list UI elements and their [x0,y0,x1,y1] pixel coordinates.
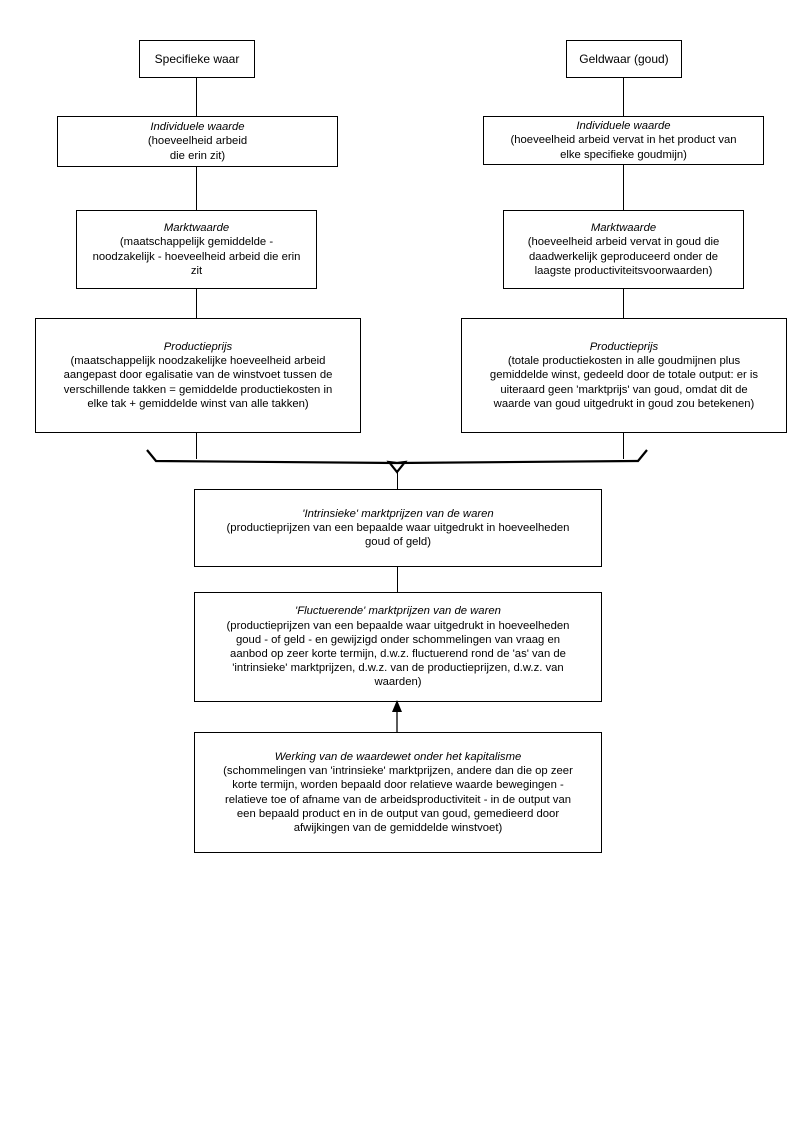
node-intrinsieke-marktprijzen[interactable]: 'Intrinsieke' marktprijzen van de waren … [194,489,602,567]
node-title: Specifieke waar [154,51,240,66]
node-body: (productieprijzen van een bepaalde waar … [226,521,570,549]
node-body: (hoeveelheid arbeid vervat in het produc… [510,134,737,161]
node-body: (maatschappelijk noodzakelijke hoeveelhe… [63,355,333,410]
node-title: Werking van de waardewet onder het kapit… [274,750,522,763]
node-body: (totale productiekosten in alle goudmijn… [489,355,759,410]
node-body: (schommelingen van 'intrinsieke' marktpr… [223,765,573,834]
connector-right-individuele-to-markt [623,165,624,210]
node-right-marktwaarde[interactable]: Marktwaarde (hoeveelheid arbeid vervat i… [503,210,744,289]
node-title: Individuele waarde [576,120,671,133]
connector-left-markt-to-productie [196,289,197,318]
connector-right-root-to-individuele [623,78,624,116]
node-left-productieprijs[interactable]: Productieprijs (maatschappelijk noodzake… [35,318,361,433]
connector-right-productie-to-bracket [623,433,624,459]
connector-left-root-to-individuele [196,78,197,116]
node-body: (hoeveelheid arbeid die erin zit) [147,135,248,162]
node-title: Productieprijs [163,340,233,353]
node-title: 'Fluctuerende' marktprijzen van de waren [295,605,501,618]
node-right-productieprijs[interactable]: Productieprijs (totale productiekosten i… [461,318,787,433]
node-title: Geldwaar (goud) [579,51,669,66]
node-fluctuerende-marktprijzen[interactable]: 'Fluctuerende' marktprijzen van de waren… [194,592,602,702]
node-werking-waardewet[interactable]: Werking van de waardewet onder het kapit… [194,732,602,853]
node-left-individuele-waarde[interactable]: Individuele waarde (hoeveelheid arbeid d… [57,116,338,167]
node-geldwaar-goud[interactable]: Geldwaar (goud) [566,40,682,78]
node-specifieke-waar[interactable]: Specifieke waar [139,40,255,78]
node-body: (hoeveelheid arbeid vervat in goud die d… [527,236,720,277]
connector-right-markt-to-productie [623,289,624,318]
connector-left-productie-to-bracket [196,433,197,459]
node-title: Marktwaarde [163,222,230,235]
connector-bracket-to-intrinsieke [397,470,398,489]
node-title: 'Intrinsieke' marktprijzen van de waren [302,507,494,520]
node-left-marktwaarde[interactable]: Marktwaarde (maatschappelijk gemiddelde … [76,210,317,289]
node-body: (maatschappelijk gemiddelde - noodzakeli… [92,236,301,277]
connector-intrinsieke-to-fluctuerende [397,567,398,592]
node-title: Individuele waarde [150,121,245,134]
node-title: Marktwaarde [590,222,657,235]
node-title: Productieprijs [589,340,659,353]
connector-left-individuele-to-markt [196,167,197,210]
node-right-individuele-waarde[interactable]: Individuele waarde (hoeveelheid arbeid v… [483,116,764,165]
arrow-werking-to-fluctuerende [392,700,402,732]
node-body: (productieprijzen van een bepaalde waar … [226,619,570,689]
